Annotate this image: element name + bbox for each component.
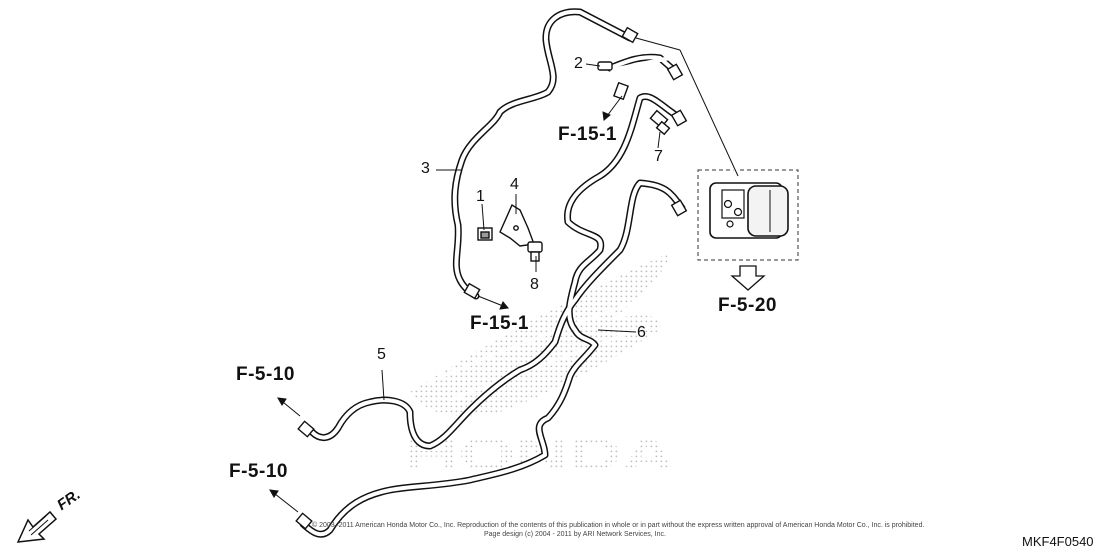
reference-arrows xyxy=(269,95,623,513)
part-1-clip xyxy=(477,227,493,241)
copyright-line-2: Page design (c) 2004 - 2011 by ARI Netwo… xyxy=(484,531,666,538)
part-number-1: 1 xyxy=(476,188,485,205)
down-arrow-icon xyxy=(730,265,766,291)
abs-modulator xyxy=(697,169,799,261)
copyright-line-1: © 2003–2011 American Honda Motor Co., In… xyxy=(312,522,925,529)
leader-lines xyxy=(381,37,739,401)
clamp-7 xyxy=(649,109,671,136)
hose-core xyxy=(310,181,684,448)
front-arrow-icon xyxy=(16,510,58,543)
part-number-6: 6 xyxy=(637,324,646,341)
part-number-7: 7 xyxy=(654,148,663,165)
hose-core xyxy=(452,9,632,298)
brake-lines xyxy=(299,8,740,538)
fittings xyxy=(295,26,688,530)
hose-core xyxy=(301,94,682,537)
ref-f-15-1-middle[interactable]: F-15-1 xyxy=(470,313,529,334)
ref-f-5-10-upper[interactable]: F-5-10 xyxy=(236,364,295,385)
part-number-4: 4 xyxy=(510,176,519,193)
part-number-3: 3 xyxy=(421,160,430,177)
honda-wing-watermark xyxy=(410,252,672,417)
part-number-2: 2 xyxy=(574,55,583,72)
hose-core xyxy=(610,54,740,177)
part-number-8: 8 xyxy=(530,276,539,293)
part-4-bracket xyxy=(499,203,535,247)
ref-f-5-10-lower[interactable]: F-5-10 xyxy=(229,461,288,482)
ref-f-15-1-upper[interactable]: F-15-1 xyxy=(558,124,617,145)
part-number-5: 5 xyxy=(377,346,386,363)
ref-f-5-20[interactable]: F-5-20 xyxy=(718,295,777,316)
diagram-code: MKF4F0540 xyxy=(1022,534,1094,549)
part-8-bolt xyxy=(527,241,543,262)
